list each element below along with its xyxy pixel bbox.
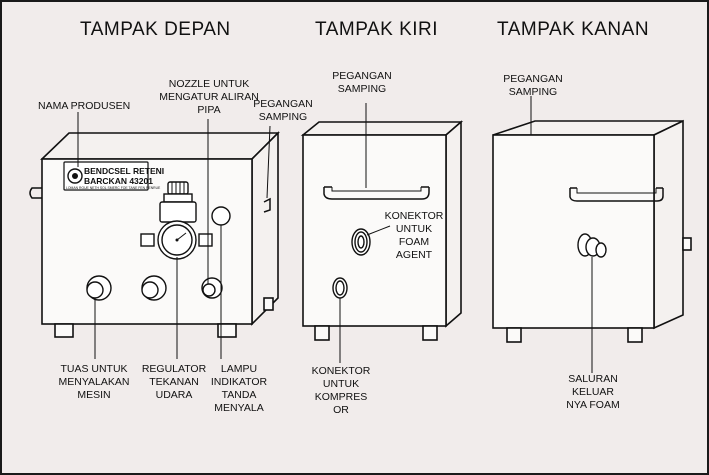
- right-view: [493, 96, 691, 373]
- left-box-side: [446, 122, 461, 326]
- front-right-knob: [202, 278, 222, 298]
- label-lampu-line3: TANDA: [222, 389, 257, 401]
- label-tuas-line1: TUAS UNTUK: [60, 363, 127, 375]
- front-middle-knob: [142, 276, 166, 300]
- left-box-top: [303, 122, 461, 135]
- front-side-handle-left: [30, 188, 42, 198]
- label-konektor-foam-line2: UNTUK: [396, 223, 432, 235]
- label-tuas-line2: MENYALAKAN: [59, 376, 130, 388]
- indicator-lamp: [212, 207, 230, 225]
- label-tuas-line3: MESIN: [77, 389, 110, 401]
- front-box-side: [252, 133, 278, 324]
- label-lampu-line1: LAMPU: [221, 363, 257, 375]
- label-pegangan-left-line1: PEGANGAN: [332, 70, 392, 82]
- compressor-connector: [333, 278, 347, 298]
- front-box-top: [42, 133, 278, 159]
- left-foot-right: [423, 326, 437, 340]
- label-konektor-foam-line3: FOAM: [399, 236, 429, 248]
- label-saluran-line3: NYA FOAM: [566, 399, 619, 411]
- manufacturer-nameplate: BENDCSEL RETENI BARCKAN 43201 LOMAN ROUE…: [64, 162, 164, 190]
- label-nama-produsen: NAMA PRODUSEN: [38, 100, 130, 112]
- right-foot-left: [507, 328, 521, 342]
- front-view: BENDCSEL RETENI BARCKAN 43201 LOMAN ROUE…: [30, 112, 278, 359]
- label-konektor-foam-line4: AGENT: [396, 249, 433, 261]
- nameplate-line1: BENDCSEL RETENI: [84, 166, 164, 176]
- foam-agent-connector: [352, 229, 370, 255]
- right-box-face: [493, 135, 654, 328]
- right-foot-right: [628, 328, 642, 342]
- label-saluran-line2: KELUAR: [572, 386, 614, 398]
- right-box-side: [654, 121, 683, 328]
- left-view: [303, 103, 461, 363]
- label-pegangan-right-line2: SAMPING: [509, 86, 557, 98]
- heading-tampak-kiri: TAMPAK KIRI: [315, 19, 438, 40]
- right-side-stub: [683, 238, 691, 250]
- label-konektor-foam-line1: KONEKTOR: [385, 210, 444, 222]
- label-lampu-line4: MENYALA: [214, 402, 263, 414]
- label-regulator-line1: REGULATOR: [142, 363, 207, 375]
- label-regulator-line2: TEKANAN: [149, 376, 199, 388]
- label-pegangan-right-line1: PEGANGAN: [503, 73, 563, 85]
- label-nozzle-line2: MENGATUR ALIRAN: [159, 91, 259, 103]
- label-konektor-kompresor-line2: UNTUK: [323, 378, 359, 390]
- label-saluran-line1: SALURAN: [568, 373, 618, 385]
- label-lampu-line2: INDIKATOR: [211, 376, 268, 388]
- label-pegangan-front-line1: PEGANGAN: [253, 98, 313, 110]
- label-konektor-kompresor-line1: KONEKTOR: [312, 365, 371, 377]
- label-regulator-line3: UDARA: [156, 389, 193, 401]
- nameplate-fineprint: LOMAN ROUE NETH SOL SMERC FOE TANE FEN R…: [66, 186, 161, 190]
- label-pegangan-front-line2: SAMPING: [259, 111, 307, 123]
- right-box-top: [493, 121, 683, 135]
- front-foot-left: [55, 324, 73, 337]
- front-foot-back: [264, 298, 273, 310]
- engine-lever-knob: [87, 276, 111, 300]
- label-konektor-kompresor-line4: OR: [333, 404, 349, 416]
- label-pegangan-left-line2: SAMPING: [338, 83, 386, 95]
- nameplate-line2: BARCKAN 43201: [84, 176, 153, 186]
- label-nozzle-line3: PIPA: [197, 104, 220, 116]
- heading-tampak-depan: TAMPAK DEPAN: [80, 19, 231, 40]
- label-nozzle-line1: NOZZLE UNTUK: [169, 78, 250, 90]
- left-foot-left: [315, 326, 329, 340]
- label-konektor-kompresor-line3: KOMPRES: [315, 391, 368, 403]
- heading-tampak-kanan: TAMPAK KANAN: [497, 19, 649, 40]
